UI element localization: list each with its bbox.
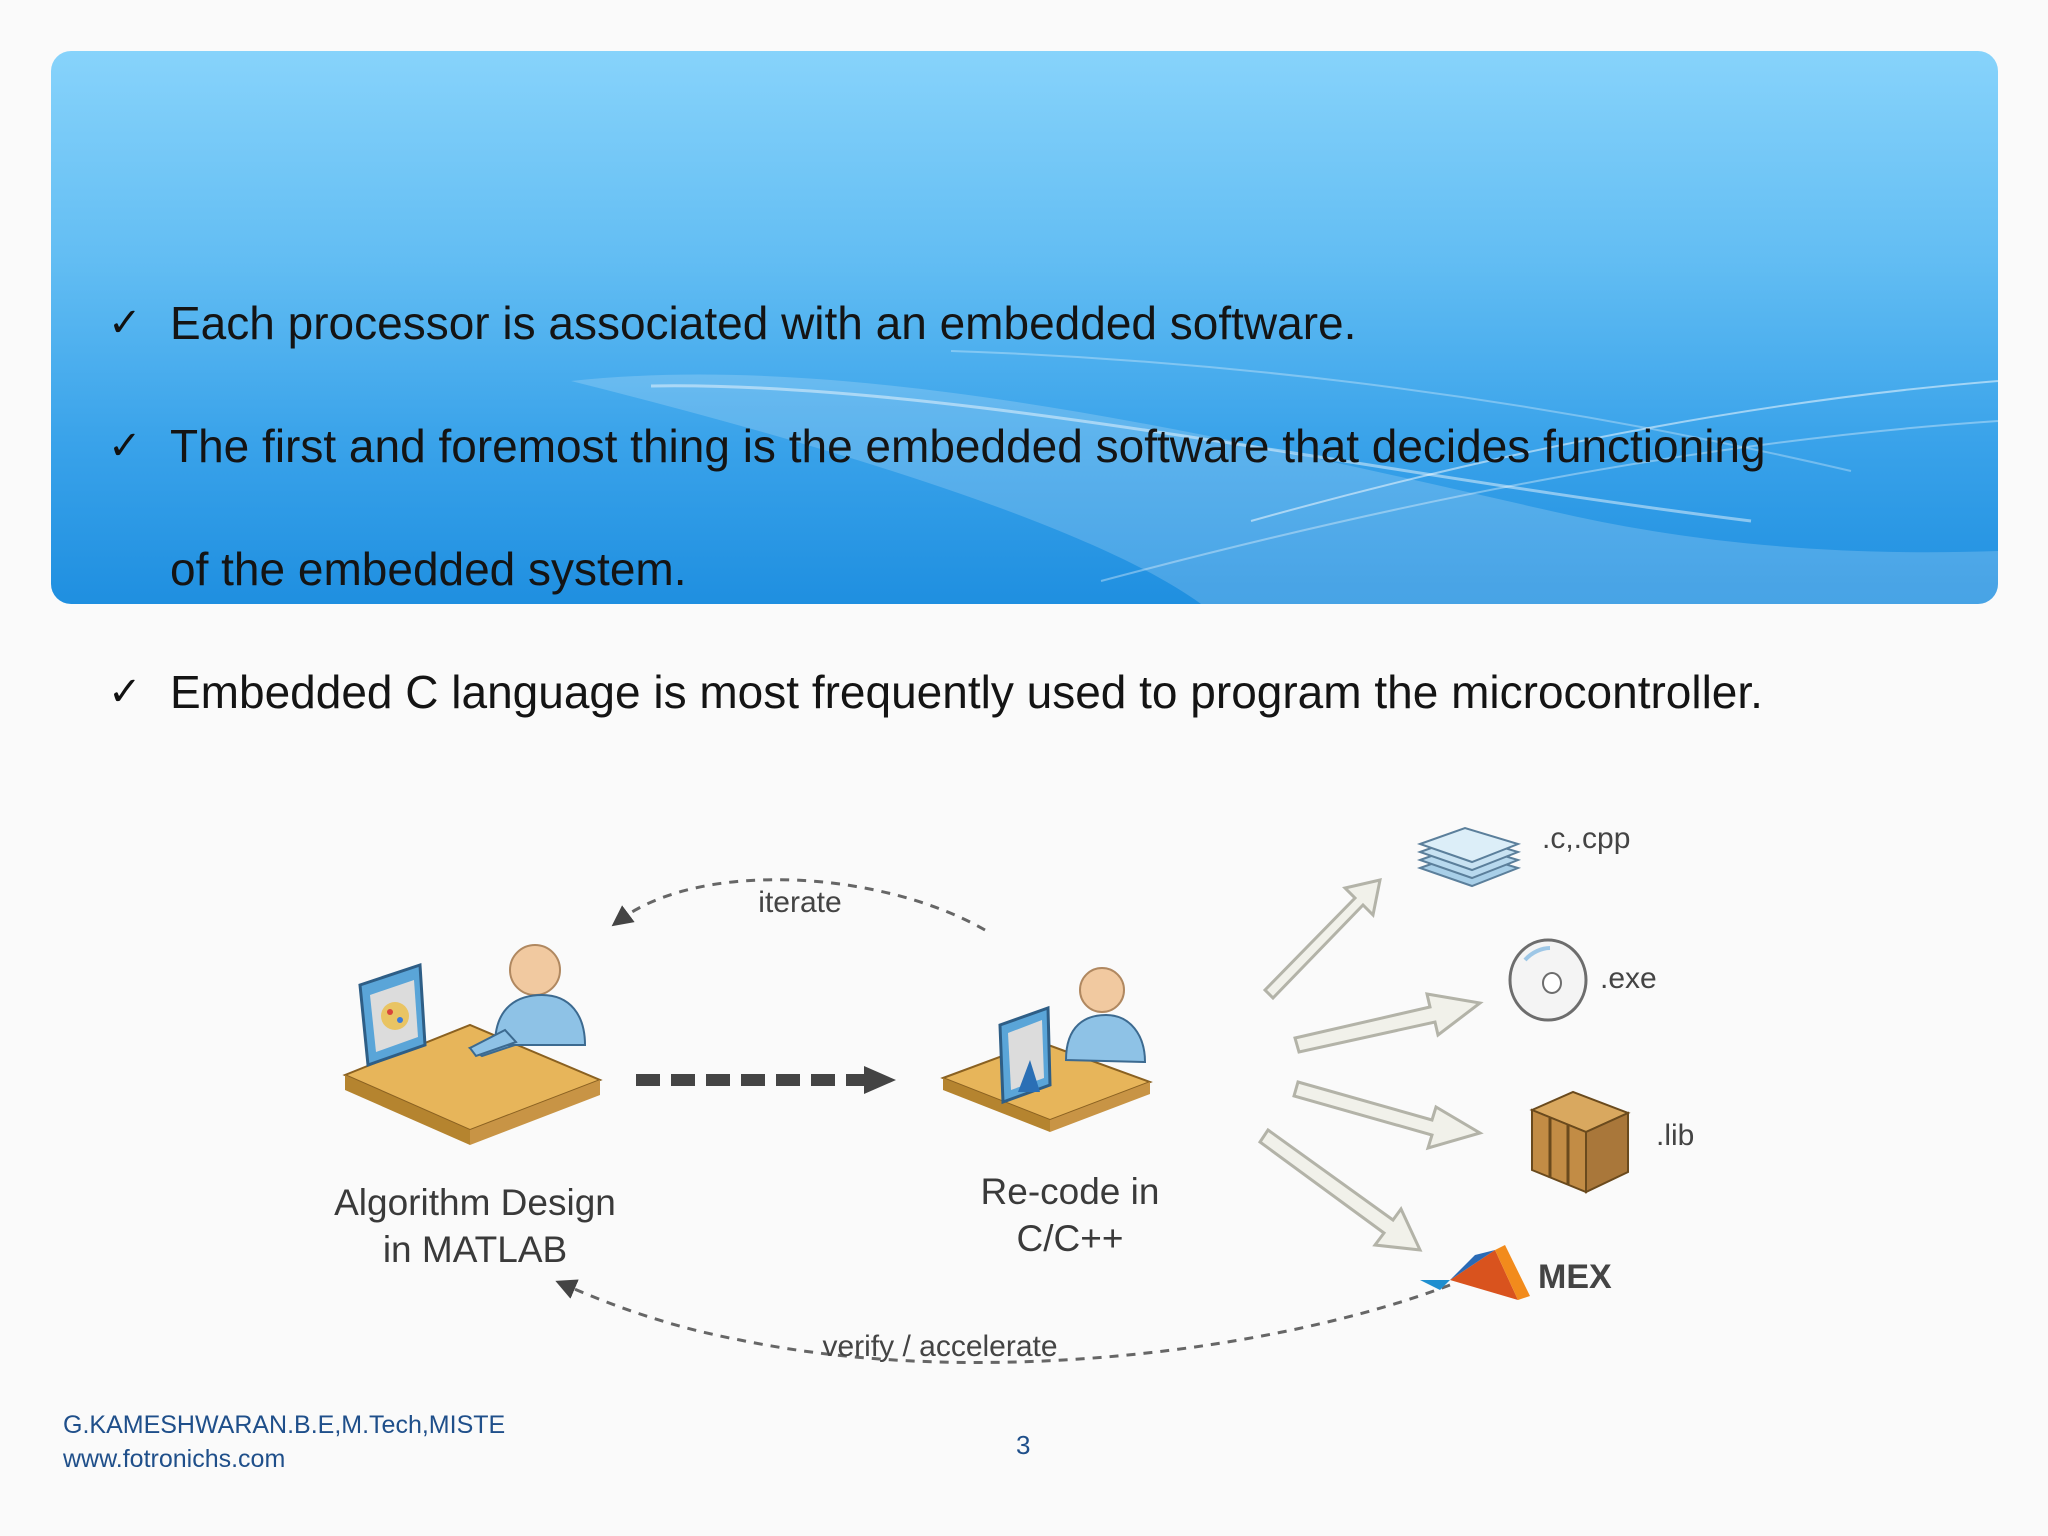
iterate-label: iterate (758, 886, 841, 919)
stacked-files-icon (1416, 826, 1522, 888)
exe-output-label: .exe (1600, 962, 1657, 995)
algorithm-design-workstation-icon (342, 944, 603, 1145)
bullet-item-3: ✓ Embedded C language is most frequently… (108, 666, 1810, 754)
algorithm-label-line2: in MATLAB (383, 1229, 567, 1270)
arrow-to-source (1262, 878, 1382, 1001)
bullet-text: Each processor is associated with an emb… (170, 297, 1357, 349)
bullet-item-2: ✓ The first and foremost thing is the em… (108, 420, 1810, 631)
recode-label-line2: C/C++ (1017, 1218, 1124, 1259)
arrow-to-exe (1293, 992, 1484, 1054)
lib-output-label: .lib (1656, 1119, 1694, 1152)
footer-author: G.KAMESHWARAN.B.E,M.Tech,MISTE (63, 1411, 506, 1439)
box-icon (1529, 1090, 1631, 1194)
check-icon: ✓ (108, 670, 142, 714)
banner-wave-decoration (571, 350, 1998, 604)
bullet-text: The first and foremost thing is the embe… (170, 420, 1766, 595)
bullet-item-1: ✓ Each processor is associated with an e… (108, 297, 1810, 385)
bullet-text: Embedded C language is most frequently u… (170, 666, 1763, 718)
verify-accelerate-label: verify / accelerate (822, 1330, 1057, 1363)
handoff-arrow (636, 1066, 896, 1094)
check-icon: ✓ (108, 424, 142, 468)
recode-label-line1: Re-code in (981, 1171, 1160, 1212)
arrow-to-lib (1292, 1080, 1484, 1151)
bullet-list: ✓ Each processor is associated with an e… (108, 297, 1810, 754)
matlab-workflow-diagram: iterate verify / accelerate Algorithm De… (334, 822, 1694, 1364)
footer-website-link[interactable]: www.fotronichs.com (63, 1445, 286, 1473)
header-banner (51, 51, 1998, 604)
algorithm-label-line1: Algorithm Design (334, 1182, 616, 1223)
disc-icon (1508, 938, 1588, 1022)
check-icon: ✓ (108, 301, 142, 345)
output-arrows (1257, 878, 1484, 1252)
page-number: 3 (1016, 1430, 1031, 1460)
matlab-logo-icon (1420, 1245, 1530, 1300)
mex-output-label: MEX (1538, 1258, 1612, 1296)
recode-workstation-icon (940, 967, 1153, 1132)
source-output-label: .c,.cpp (1542, 822, 1630, 855)
iterate-arrow (611, 878, 986, 932)
arrow-to-mex (1257, 1127, 1423, 1252)
